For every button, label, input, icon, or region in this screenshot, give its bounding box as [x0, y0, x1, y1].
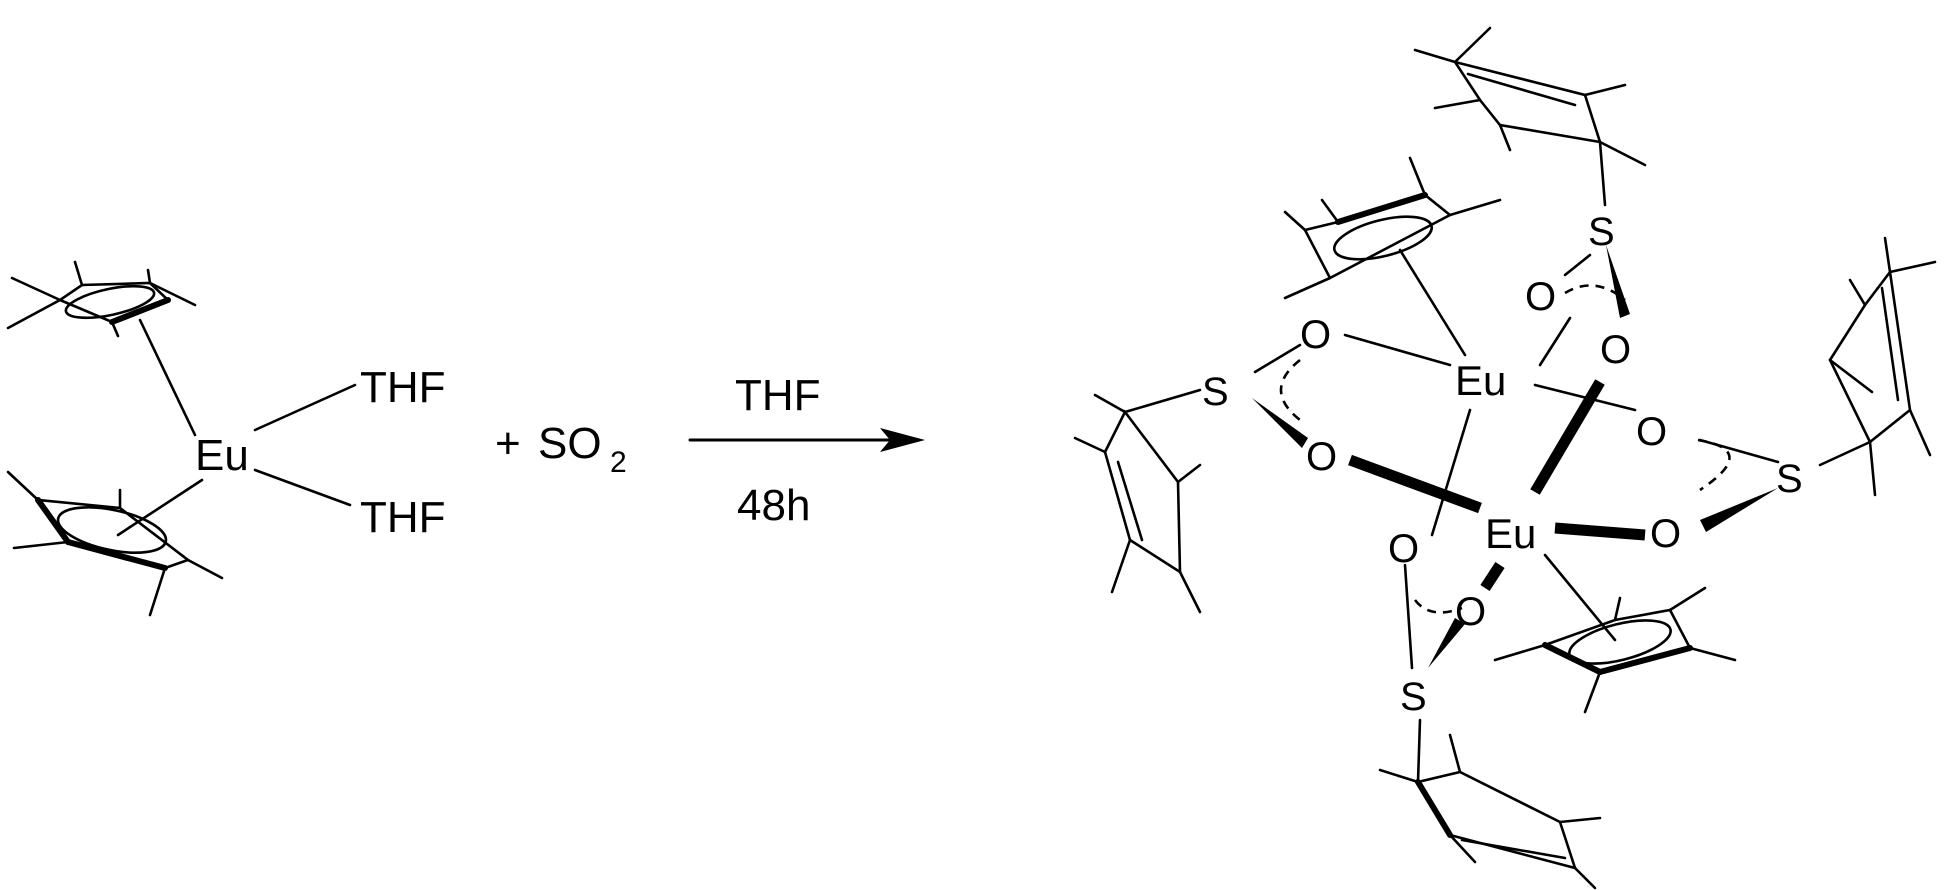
product-sulfinate-arm-top [1413, 26, 1647, 207]
product-sulfinate-arm-bottom [1378, 718, 1602, 890]
reagent-formula: SO [538, 419, 602, 468]
product-o-top-a-label: O [1525, 275, 1556, 319]
delocalized-so2-left [1279, 358, 1301, 422]
reactant-cp-ring-lower [6, 470, 224, 617]
product-s-top-label: S [1588, 210, 1615, 254]
product-cp-eu-bond-lower [1543, 553, 1617, 642]
product-cp-ring-lower-right [1493, 586, 1737, 714]
reactant-cp-eu-bond-lower [116, 478, 204, 537]
product-o-top-b-label: O [1600, 328, 1631, 372]
product-o-right-a-label: O [1636, 410, 1667, 454]
wedge-s-o-bottom [1428, 618, 1465, 668]
reactant-cp-ring-upper [6, 260, 197, 338]
product-o-left-a-label: O [1300, 313, 1331, 357]
product-sulfinate-arm-right [1818, 236, 1937, 497]
product-cp-eu-bond-upper [1398, 248, 1467, 357]
wedge-s-o-left [1252, 398, 1308, 448]
delocalized-so2-top [1564, 284, 1626, 301]
reactant-thf-label-2: THF [360, 493, 446, 542]
bond-eu2-o-topright [1530, 379, 1605, 495]
arrow-head [880, 428, 925, 452]
bond-eu2-o-bottom [1480, 561, 1505, 592]
product-complex: Eu Eu S S S S O O O O O O O O [1073, 26, 1937, 890]
product-s-left-label: S [1202, 370, 1229, 414]
reactant-eu-thf-bond-2 [253, 468, 352, 507]
bond-eu2-o-left [1348, 454, 1482, 514]
bond-eu1-o-left [1343, 333, 1452, 367]
product-sulfinate-arm-left [1073, 388, 1202, 614]
bond-s-o-right [1698, 438, 1780, 464]
bond-s-o-top [1563, 253, 1592, 277]
product-eu-lower-label: Eu [1485, 510, 1536, 557]
delocalized-so2-right [1697, 438, 1731, 492]
reactant-complex: Eu THF THF [6, 260, 446, 617]
product-s-right-label: S [1776, 457, 1803, 501]
product-o-bottom-b-label: O [1455, 590, 1486, 634]
reactant-eu-thf-bond-1 [253, 383, 357, 432]
reactant-metal-label: Eu [195, 431, 249, 480]
plus-sign: + [495, 419, 521, 468]
reactant-cp-eu-bond-upper [138, 318, 197, 437]
bond-eu2-o-right [1554, 522, 1646, 541]
product-s-bottom-label: S [1400, 675, 1427, 719]
reagent-subscript: 2 [610, 446, 627, 479]
bond-eu1-o-bottom [1430, 408, 1472, 537]
product-o-right-b-label: O [1650, 512, 1681, 556]
product-o-left-b-label: O [1306, 435, 1337, 479]
product-eu-upper-label: Eu [1455, 357, 1506, 404]
wedge-s-o-right [1700, 488, 1778, 532]
delocalized-so2-bottom [1413, 599, 1463, 614]
arrow-condition-time: 48h [737, 481, 810, 530]
arrow-condition-solvent: THF [735, 371, 821, 420]
bond-s-o-bottom [1403, 563, 1414, 670]
product-o-bottom-a-label: O [1388, 527, 1419, 571]
reaction-arrow: THF 48h [688, 371, 925, 530]
reactant-thf-label-1: THF [360, 363, 446, 412]
wedge-s-o-top [1606, 245, 1630, 318]
bond-s-o-left [1253, 343, 1302, 374]
reagent: + SO 2 [495, 419, 627, 479]
bond-eu1-o-top [1538, 316, 1572, 367]
product-cp-ring-upper-left [1283, 156, 1502, 300]
